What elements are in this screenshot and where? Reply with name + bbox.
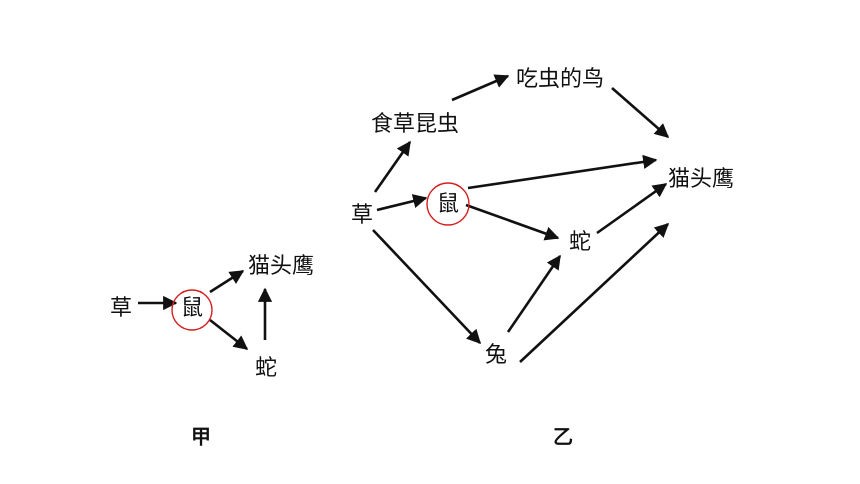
edge-b-grass-rabbit <box>372 229 481 345</box>
edge-b-mouse-owl <box>467 154 658 190</box>
edge-b-mouse-snake <box>465 203 560 241</box>
food-web-b-edges <box>372 74 670 363</box>
node-b-rabbit: 兔 <box>485 343 507 368</box>
node-b-owl: 猫头鹰 <box>668 167 734 192</box>
edge-a-mouse-snake <box>209 318 249 351</box>
edge-b-grass-insect <box>373 140 412 193</box>
food-web-a-edges <box>138 269 273 351</box>
node-b-snake: 蛇 <box>569 230 591 255</box>
highlight-ring-mouse-a <box>171 289 213 331</box>
food-web-a: 草 鼠 猫头鹰 蛇 甲 <box>110 254 314 449</box>
caption-a: 甲 <box>191 425 211 449</box>
node-a-mouse: 鼠 <box>181 296 203 321</box>
node-b-mouse: 鼠 <box>437 192 459 217</box>
food-web-b: 草 食草昆虫 吃虫的鸟 鼠 猫头鹰 蛇 兔 乙 <box>351 67 734 449</box>
edge-a-mouse-owl <box>209 269 245 294</box>
node-b-grass: 草 <box>351 203 373 228</box>
edge-b-insect-bird <box>451 74 510 102</box>
highlight-ring-mouse-b <box>426 182 470 226</box>
node-a-grass: 草 <box>110 296 132 321</box>
edge-b-rabbit-owl <box>519 223 670 363</box>
node-a-snake: 蛇 <box>255 356 277 381</box>
edge-b-grass-mouse <box>376 194 428 212</box>
node-b-insect: 食草昆虫 <box>371 112 459 137</box>
edge-b-rabbit-snake <box>506 254 562 333</box>
node-a-owl: 猫头鹰 <box>248 254 314 279</box>
edge-b-bird-owl <box>611 87 670 138</box>
edge-b-snake-owl <box>596 182 668 235</box>
node-b-bird: 吃虫的鸟 <box>516 67 604 92</box>
caption-b: 乙 <box>553 425 573 449</box>
